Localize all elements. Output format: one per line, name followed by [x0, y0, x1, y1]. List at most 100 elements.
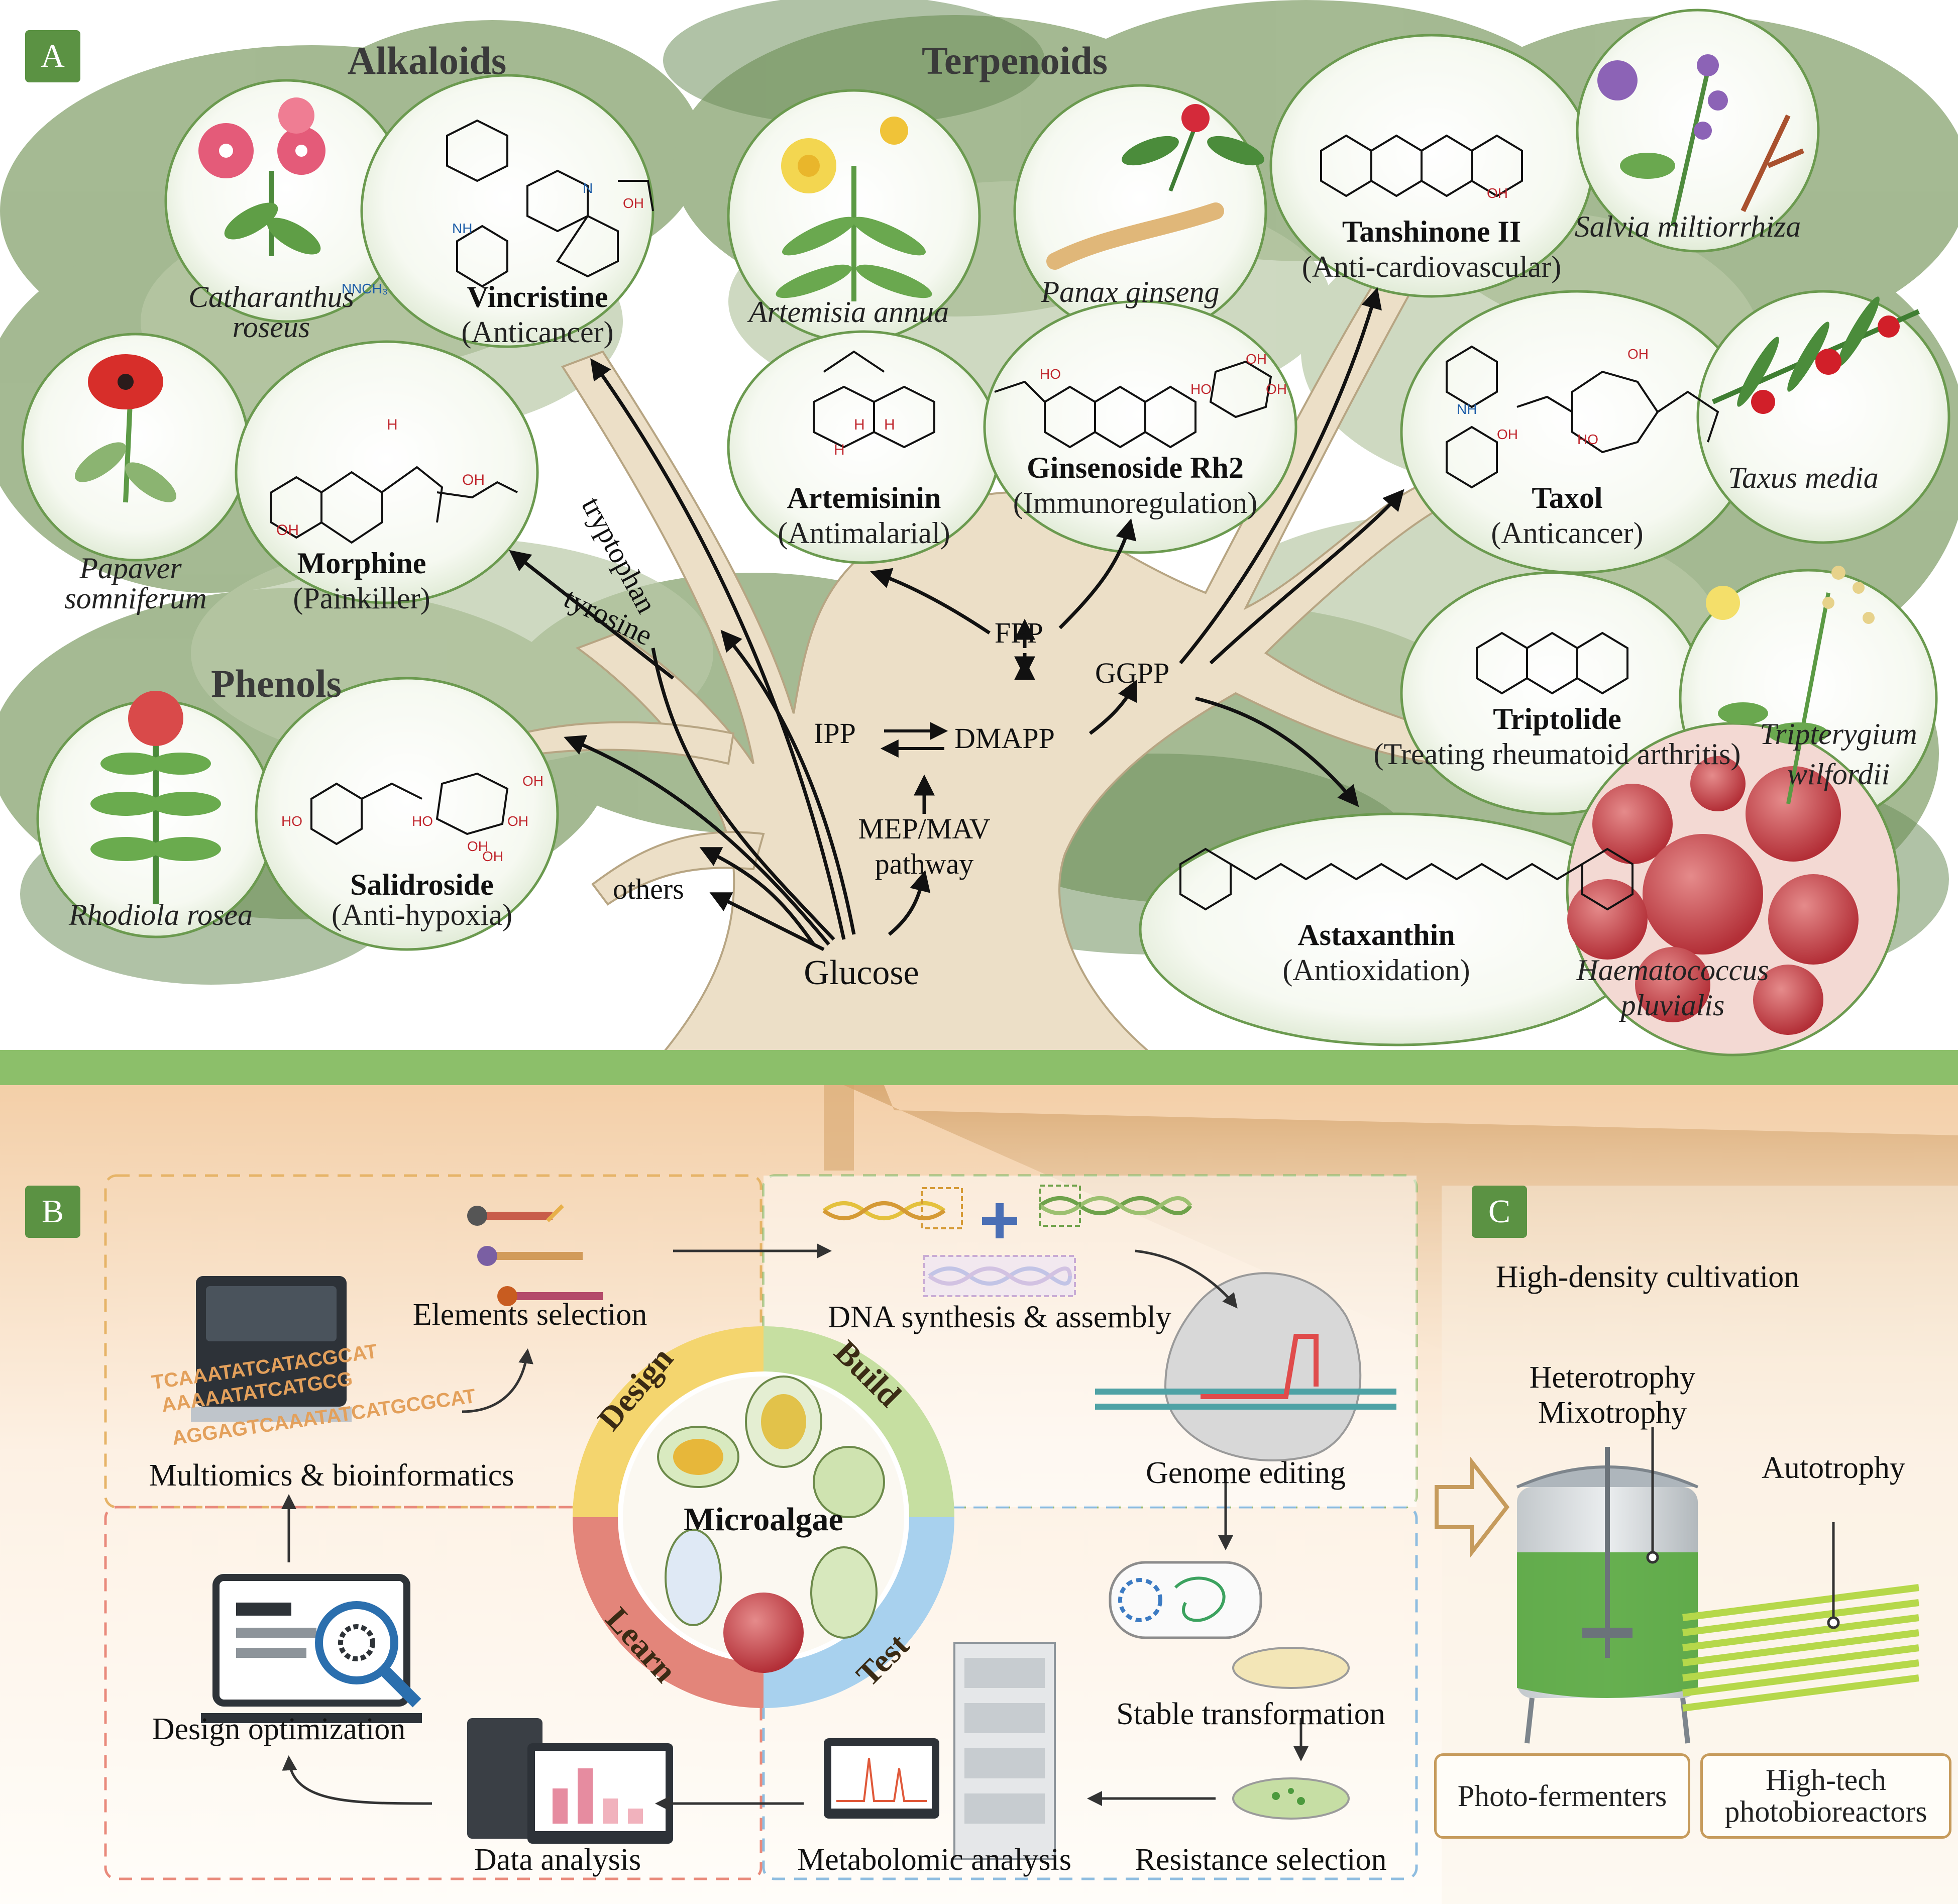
label-heterotrophy: Heterotrophy	[1529, 1360, 1696, 1395]
label-stable-transformation: Stable transformation	[1116, 1697, 1385, 1731]
chem-oh2: OH	[276, 522, 299, 539]
petri-dishes	[1109, 1561, 1350, 1820]
plant-catharanthus-1: Catharanthus	[188, 280, 355, 313]
pathway-mep-1: MEP/MAV	[858, 812, 991, 845]
label-resistance-selection: Resistance selection	[1135, 1843, 1387, 1877]
pathway-ggpp: GGPP	[1095, 657, 1170, 689]
label-genome-editing: Genome editing	[1146, 1456, 1346, 1490]
chem-h3: H	[884, 416, 895, 433]
pathway-glucose: Glucose	[804, 954, 919, 992]
compound-morphine-use: (Painkiller)	[293, 582, 430, 615]
plant-haematococcus-1: Haematococcus	[1576, 954, 1769, 987]
chem-h2: H	[834, 442, 845, 458]
chem-oh11: OH	[1497, 427, 1518, 442]
box-photo-fermenters: Photo-fermenters	[1434, 1753, 1690, 1839]
label-autotrophy: Autotrophy	[1762, 1451, 1905, 1485]
chem-ho3: HO	[1040, 366, 1061, 382]
compound-taxol-use: (Anticancer)	[1491, 516, 1644, 550]
compound-ginsenoside-name: Ginsenoside Rh2	[1027, 451, 1244, 484]
label-metabolomic-analysis: Metabolomic analysis	[797, 1843, 1071, 1877]
chem-oh4: OH	[522, 773, 543, 789]
pathway-others: others	[613, 873, 684, 905]
compound-morphine-name: Morphine	[297, 547, 426, 580]
box-high-tech: High-tech photobioreactors	[1700, 1753, 1951, 1839]
compound-artemisinin-use: (Antimalarial)	[778, 516, 950, 550]
label-design-optimization: Design optimization	[152, 1712, 406, 1746]
ipp-dmapp-arrows	[880, 722, 948, 758]
chem-oh10: OH	[1487, 185, 1508, 201]
hplc-instrument	[824, 1642, 1056, 1860]
photo-fermenters-text: Photo-fermenters	[1457, 1779, 1667, 1813]
chem-n2: N	[583, 180, 593, 196]
chem-h1: H	[387, 416, 398, 433]
section-alkaloids: Alkaloids	[347, 39, 507, 82]
chem-oh6: OH	[507, 813, 528, 829]
chem-nch3: NCH₃	[352, 281, 388, 296]
plant-salvia: Salvia miltiorrhiza	[1574, 210, 1801, 243]
chem-ho4: HO	[1190, 381, 1212, 397]
label-multiomics: Multiomics & bioinformatics	[149, 1458, 514, 1493]
genetic-elements	[467, 1204, 603, 1306]
compound-vincristine-name: Vincristine	[467, 280, 608, 313]
plant-tripterygium-2: wilfordii	[1787, 758, 1890, 791]
plant-panax: Panax ginseng	[1041, 275, 1220, 308]
plant-papaver-2: somniferum	[64, 582, 207, 615]
section-terpenoids: Terpenoids	[922, 39, 1108, 82]
section-phenols: Phenols	[210, 662, 342, 705]
compound-artemisinin-name: Artemisinin	[787, 481, 941, 514]
callout-lines	[1646, 1427, 1840, 1629]
chem-nh: NH	[452, 221, 473, 236]
optimization-screen	[201, 1574, 422, 1723]
high-tech-text-2: photobioreactors	[1724, 1795, 1927, 1828]
sequencer	[191, 1276, 352, 1422]
panel-label-b: B	[25, 1186, 80, 1238]
pathway-mep-2: pathway	[875, 848, 974, 880]
chem-oh9: OH	[1266, 381, 1287, 397]
compound-tanshinone-name: Tanshinone II	[1342, 215, 1521, 248]
dbtl-cycle	[573, 1326, 954, 1708]
compound-tanshinone-use: (Anti-cardiovascular)	[1301, 250, 1562, 283]
chem-ho5: HO	[1577, 432, 1598, 447]
compound-ginsenoside-use: (Immunoregulation)	[1013, 486, 1258, 519]
chem-nh2: NH	[1457, 401, 1477, 417]
plant-artemisia: Artemisia annua	[748, 295, 949, 329]
chem-n1: N	[342, 281, 352, 296]
plant-rhodiola: Rhodiola rosea	[68, 898, 253, 931]
compound-salidroside-use: (Anti-hypoxia)	[332, 898, 512, 931]
dbtl-arrows	[281, 1243, 1309, 1811]
pathway-fpp: FPP	[995, 616, 1043, 649]
panel-label-c: C	[1472, 1186, 1527, 1238]
label-elements-selection: Elements selection	[412, 1298, 647, 1332]
compound-vincristine-use: (Anticancer)	[461, 315, 614, 349]
plant-haematococcus-2: pluvialis	[1620, 989, 1725, 1022]
plus-icon	[982, 1203, 1017, 1238]
plant-taxus: Taxus media	[1728, 461, 1879, 494]
chem-h4: H	[854, 416, 865, 433]
chem-oh7: OH	[482, 849, 503, 864]
cas9-complex	[1095, 1272, 1396, 1461]
compound-astaxanthin-name: Astaxanthin	[1297, 918, 1455, 951]
label-dna-synthesis: DNA synthesis & assembly	[828, 1300, 1171, 1334]
chem-oh8: OH	[1246, 351, 1267, 367]
chem-ho1: HO	[281, 813, 302, 829]
label-data-analysis: Data analysis	[474, 1843, 641, 1877]
pathway-arrows	[512, 287, 1404, 951]
plant-tripterygium-1: Tripterygium	[1760, 717, 1917, 751]
haematococcus-cells	[1566, 722, 1900, 1056]
chem-oh12: OH	[1627, 346, 1649, 362]
label-high-density: High-density cultivation	[1495, 1260, 1800, 1294]
chemical-structures	[270, 119, 1719, 911]
compound-triptolide-name: Triptolide	[1493, 702, 1621, 735]
chem-oh5: OH	[467, 838, 488, 854]
chem-oh1: OH	[462, 472, 485, 488]
chem-ho2: HO	[412, 813, 433, 829]
compound-salidroside-name: Salidroside	[350, 868, 494, 901]
compound-astaxanthin-use: (Antioxidation)	[1282, 954, 1470, 987]
compound-triptolide-use: (Treating rheumatoid arthritis)	[1373, 737, 1741, 771]
analysis-computer	[467, 1718, 673, 1844]
chem-oh3: OH	[623, 195, 644, 211]
label-microalgae: Microalgae	[684, 1501, 843, 1538]
label-mixotrophy: Mixotrophy	[1538, 1396, 1687, 1430]
